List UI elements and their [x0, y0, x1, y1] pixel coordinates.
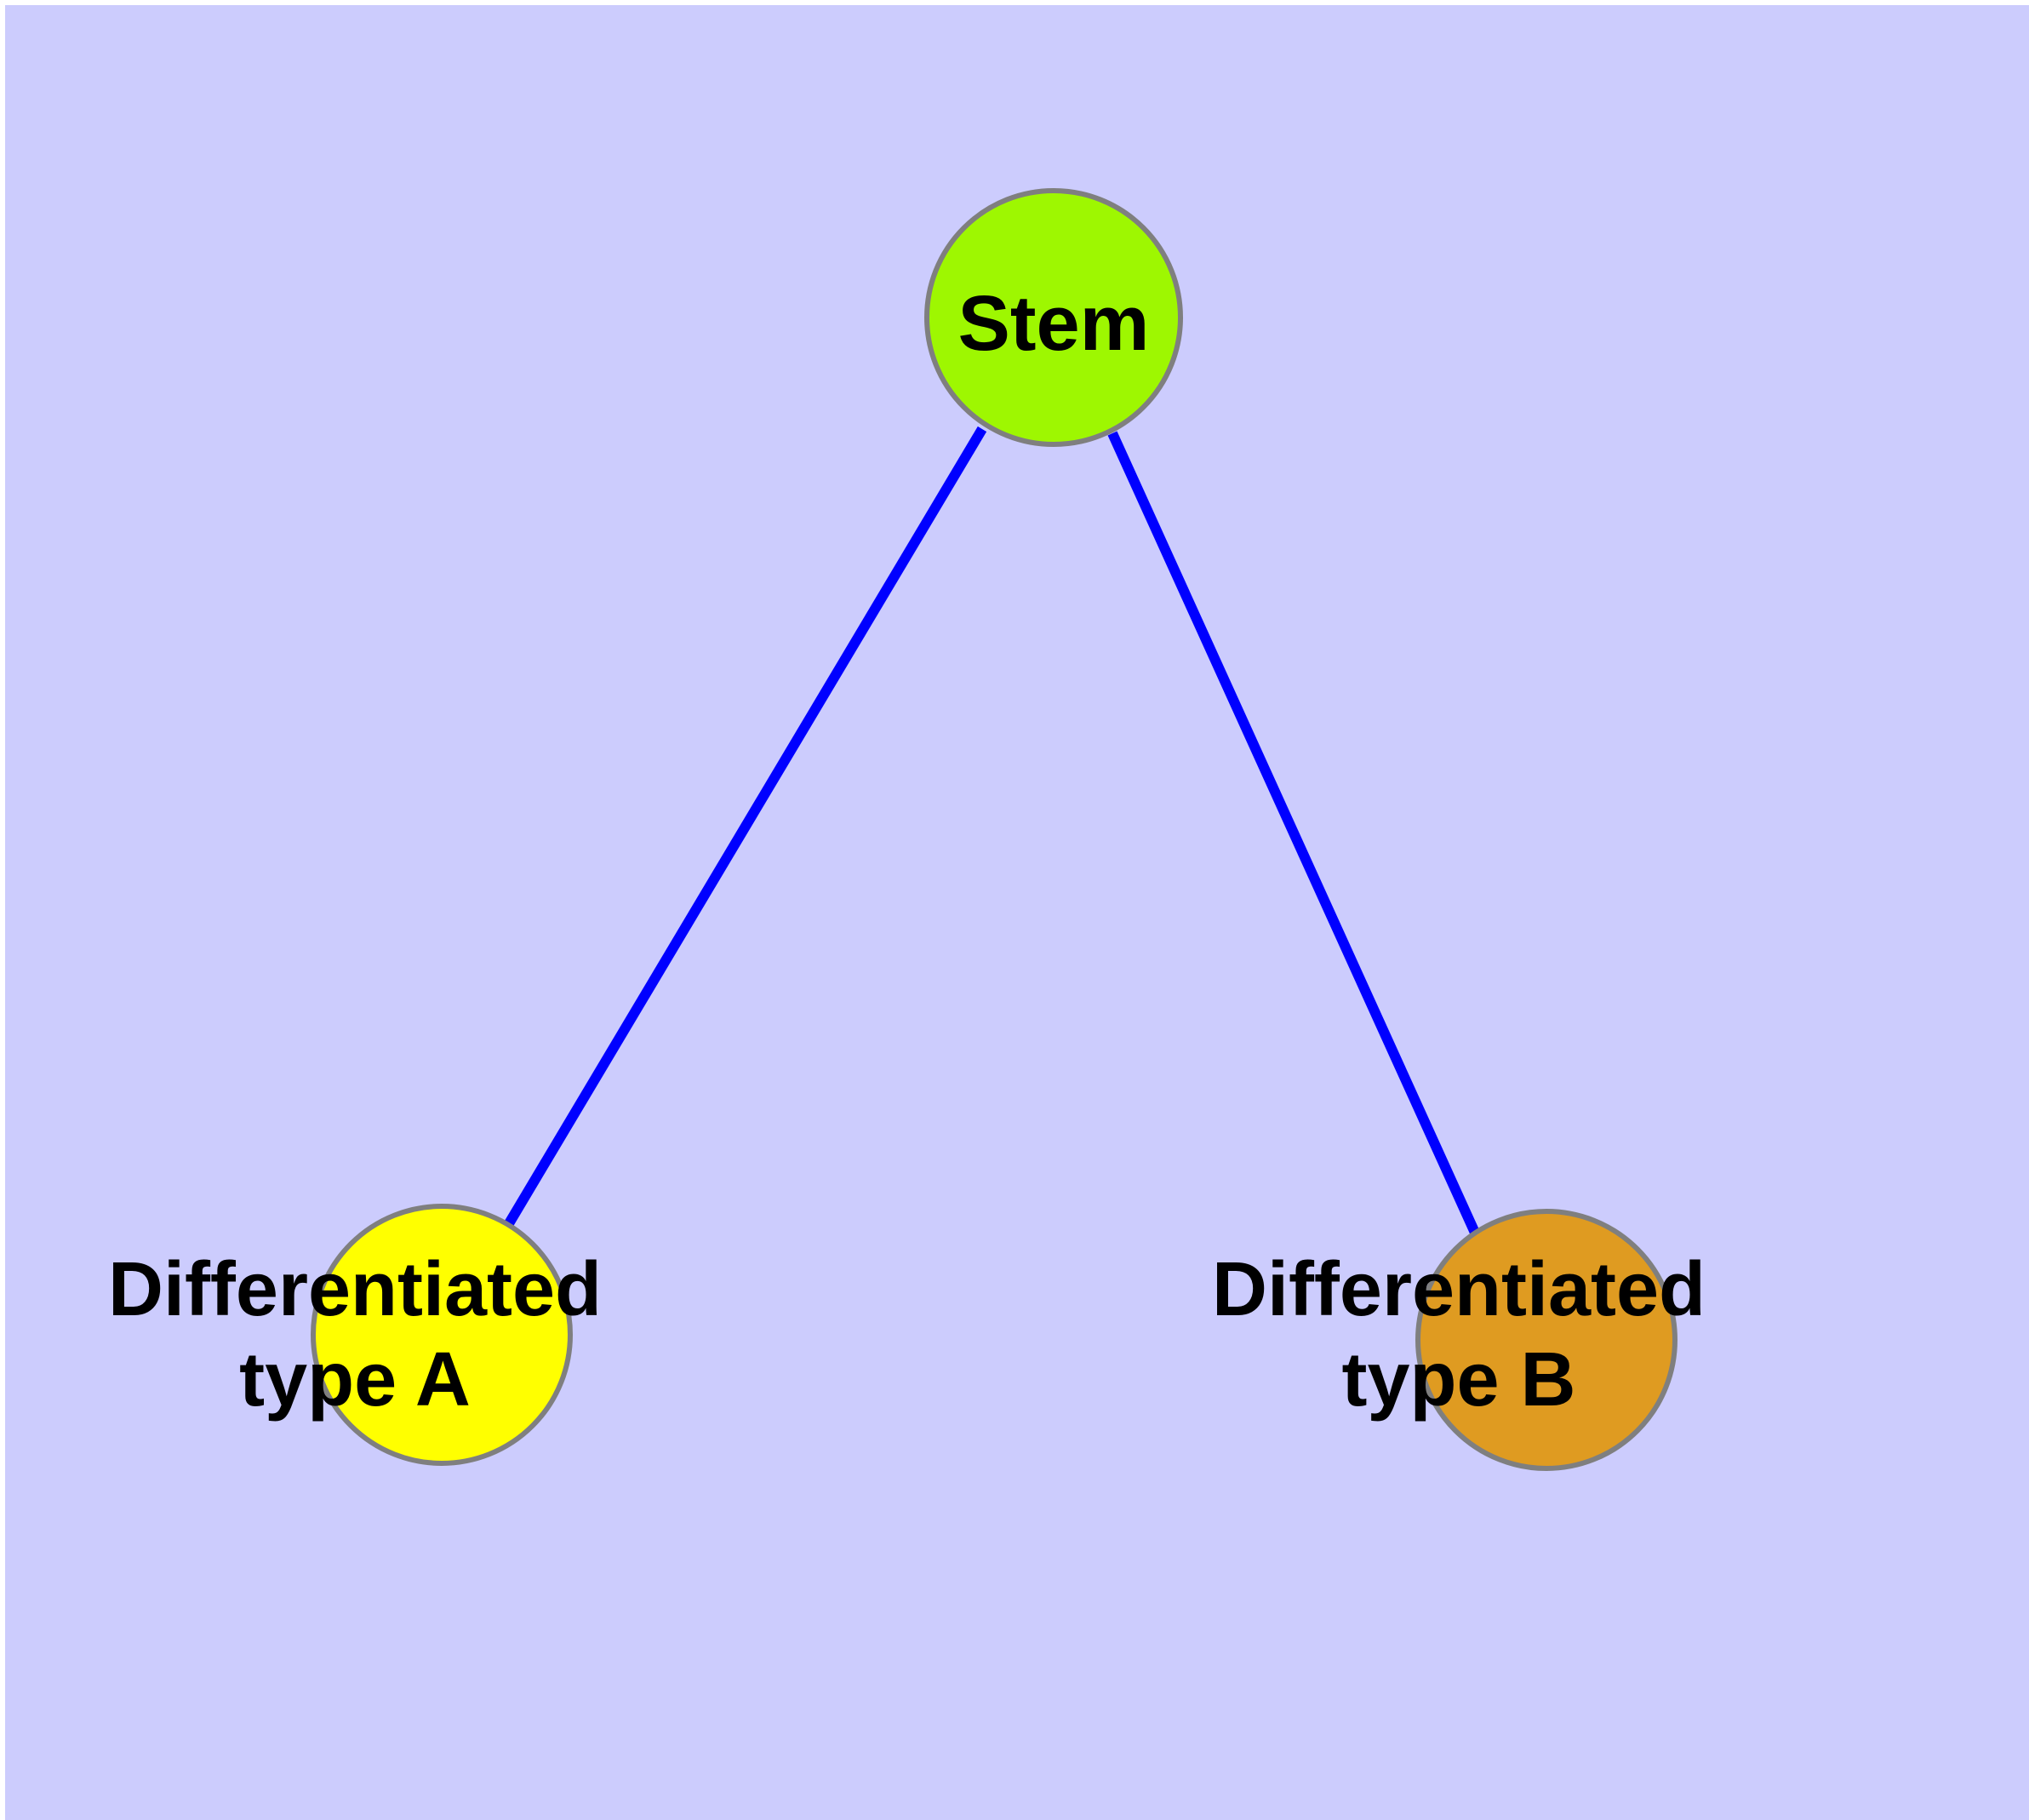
node-stem[interactable]: [924, 188, 1183, 447]
edge-stem-to-differentiated-type-a[interactable]: [500, 426, 987, 1233]
node-differentiated-type-b[interactable]: [1415, 1209, 1677, 1471]
node-differentiated-type-a[interactable]: [311, 1204, 573, 1466]
edge-stem-to-differentiated-type-b[interactable]: [1107, 431, 1480, 1235]
